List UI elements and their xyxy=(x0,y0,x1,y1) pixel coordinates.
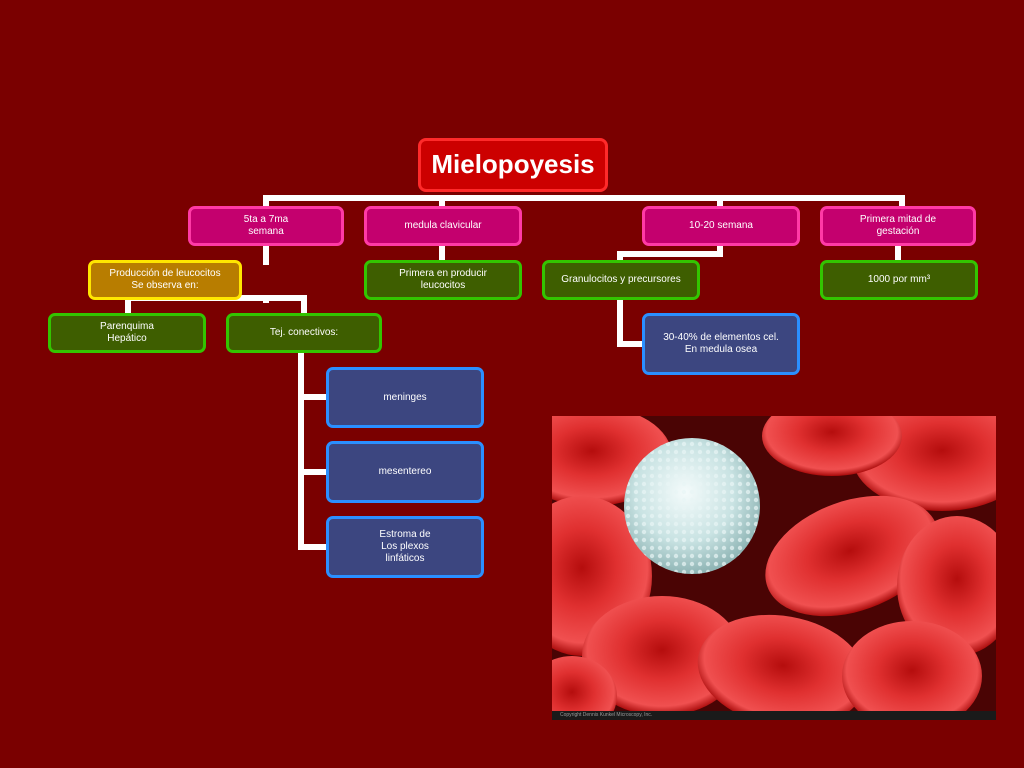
connector-granulocitos-sub xyxy=(617,297,649,347)
leaf-tej-conectivos: Tej. conectivos: xyxy=(226,313,382,353)
blood-cells-photo: Copyright Dennis Kunkel Microscopy, Inc. xyxy=(552,416,996,720)
connector-note-children xyxy=(125,295,307,317)
leaf-1000-por-mm3: 1000 por mm³ xyxy=(820,260,978,300)
blood-cells-illustration xyxy=(552,416,996,720)
connector-1020-child xyxy=(617,243,723,265)
connector-tej-subchildren xyxy=(298,351,333,550)
branch-primera-mitad: Primera mitad de gestación xyxy=(820,206,976,246)
connector-root-to-branches xyxy=(263,195,905,209)
branch-medula-clavicular: medula clavicular xyxy=(364,206,522,246)
leaf-meninges: meninges xyxy=(326,367,484,428)
leaf-30-40-elementos: 30-40% de elementos cel. En medula osea xyxy=(642,313,800,375)
leaf-estroma-plexos: Estroma de Los plexos linfáticos xyxy=(326,516,484,578)
leaf-primera-en-producir: Primera en producir leucocitos xyxy=(364,260,522,300)
note-produccion-leucocitos: Producción de leucocitos Se observa en: xyxy=(88,260,242,300)
root-node-mielopoyesis: Mielopoyesis xyxy=(418,138,608,192)
leaf-parenquima-hepatico: Parenquima Hepático xyxy=(48,313,206,353)
branch-10-20-semana: 10-20 semana xyxy=(642,206,800,246)
photo-credit: Copyright Dennis Kunkel Microscopy, Inc. xyxy=(552,711,996,720)
leaf-mesentereo: mesentereo xyxy=(326,441,484,503)
branch-5ta-7ma-semana: 5ta a 7ma semana xyxy=(188,206,344,246)
leaf-granulocitos: Granulocitos y precursores xyxy=(542,260,700,300)
